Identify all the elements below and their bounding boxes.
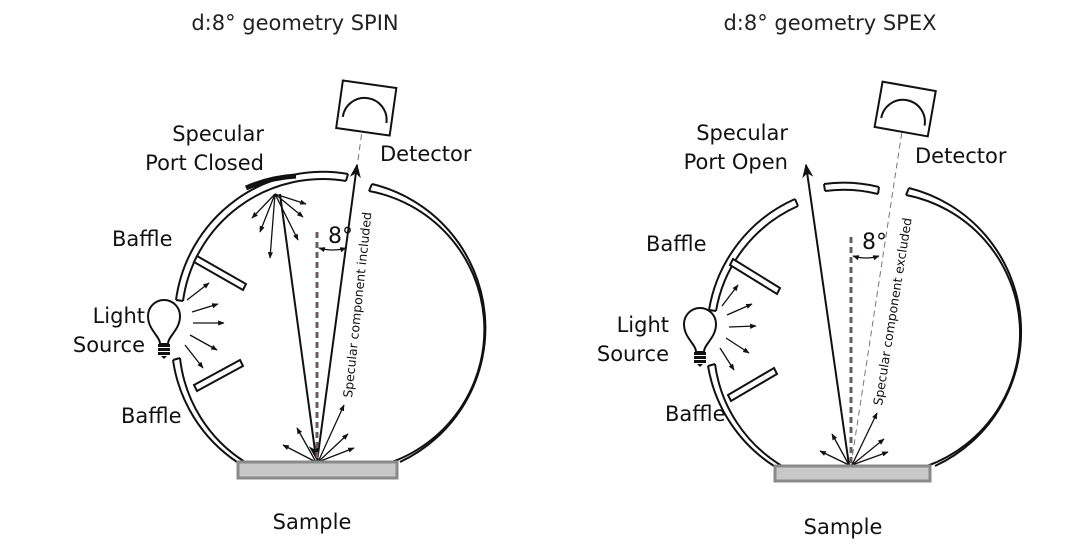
baffle-top bbox=[728, 257, 782, 296]
angle-arc bbox=[318, 247, 347, 253]
baffle-bottom bbox=[192, 358, 245, 393]
port-scatter-rays bbox=[251, 193, 307, 259]
baffle-top bbox=[192, 254, 248, 292]
light-source-label-line2: Source bbox=[73, 333, 145, 357]
light-source-label-line1: Light bbox=[617, 313, 669, 337]
baffle-bottom-label: Baffle bbox=[121, 404, 182, 428]
light-source-label-line2: Source bbox=[597, 342, 669, 366]
light-rays bbox=[184, 282, 225, 369]
detector-icon bbox=[335, 79, 398, 137]
baffle-bottom bbox=[726, 366, 779, 403]
baffle-top-label: Baffle bbox=[646, 232, 707, 256]
sample-plate bbox=[773, 464, 932, 483]
light-source-label-line1: Light bbox=[93, 304, 145, 328]
baffle-bottom-label: Baffle bbox=[665, 402, 726, 426]
panel-title: d:8° geometry SPEX bbox=[723, 11, 936, 35]
light-bulb-icon bbox=[683, 307, 717, 368]
integrating-sphere bbox=[707, 181, 1023, 467]
sample-label: Sample bbox=[273, 510, 352, 534]
integrating-sphere bbox=[172, 170, 487, 463]
reflected-ray bbox=[316, 163, 361, 463]
specular-port-label-line1: Specular bbox=[172, 122, 264, 146]
detector-axis bbox=[850, 91, 909, 466]
sample-scatter-rays bbox=[282, 404, 355, 463]
panel-title: d:8° geometry SPIN bbox=[191, 11, 398, 35]
angle-arc bbox=[852, 255, 880, 261]
specular-port-label-line2: Port Closed bbox=[145, 151, 264, 175]
panel-spin: d:8° geometry SPIN bbox=[73, 11, 487, 534]
specular-port-label-line2: Port Open bbox=[684, 150, 788, 174]
detector-label: Detector bbox=[380, 142, 472, 166]
specular-exit-ray bbox=[802, 163, 850, 466]
panel-spex: d:8° geometry SPEX bbox=[597, 11, 1023, 539]
baffle-top-label: Baffle bbox=[112, 227, 173, 251]
sample-label: Sample bbox=[804, 515, 883, 539]
sample-plate bbox=[236, 460, 399, 480]
specular-port-cap bbox=[245, 173, 297, 191]
light-rays bbox=[719, 284, 757, 371]
incident-ray bbox=[279, 193, 320, 460]
detector-icon bbox=[873, 80, 937, 138]
angle-label: 8° bbox=[328, 224, 353, 249]
light-bulb-icon bbox=[147, 299, 181, 360]
specular-port-label-line1: Specular bbox=[696, 121, 788, 145]
detector-label: Detector bbox=[915, 144, 1007, 168]
angle-label: 8° bbox=[862, 230, 887, 255]
sample-scatter-rays bbox=[819, 412, 889, 466]
